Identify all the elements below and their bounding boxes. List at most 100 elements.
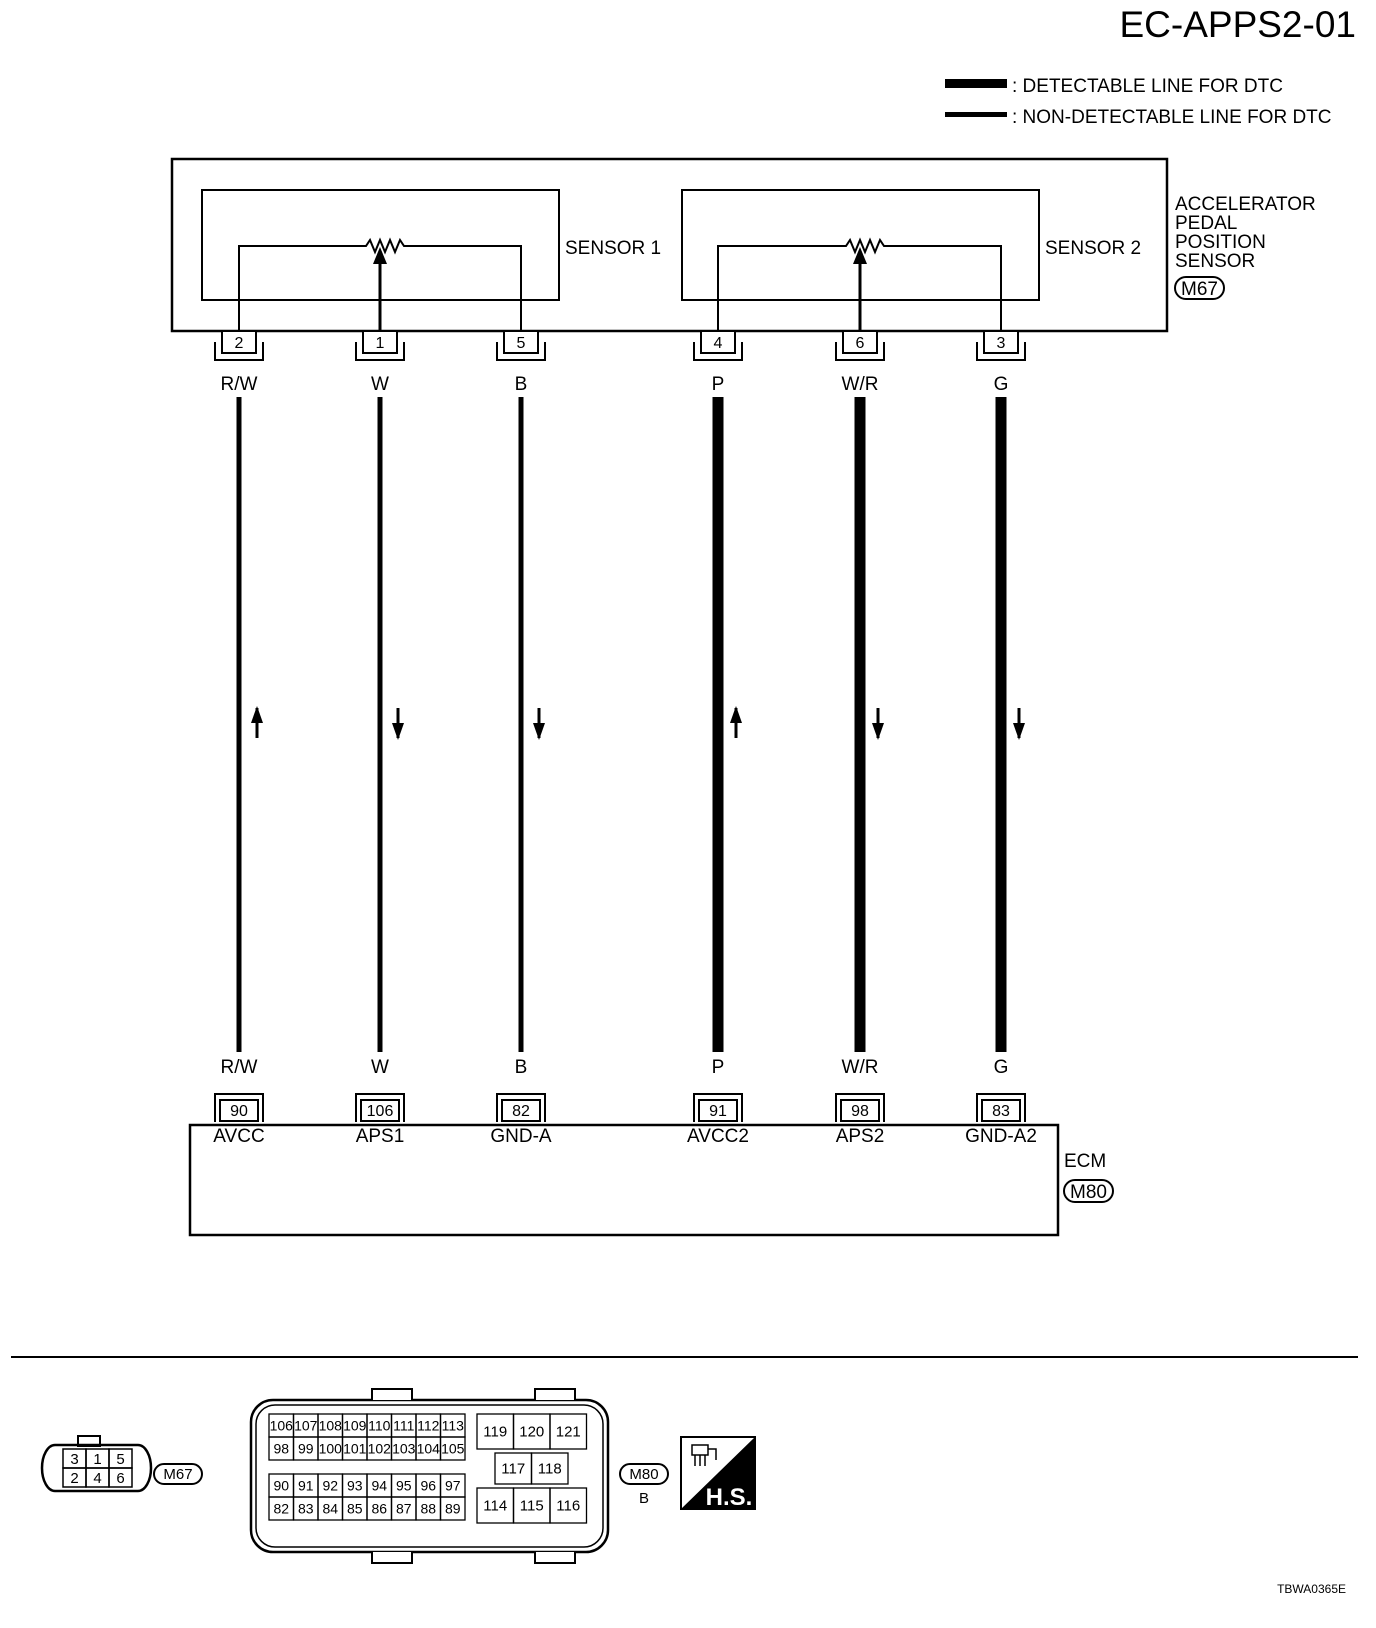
sensor-2-wiper-arrow — [853, 247, 867, 264]
ecm-terminal-name: GND-A — [490, 1126, 552, 1147]
wire-color-bottom: W — [371, 1057, 389, 1078]
ecm-terminal-name: GND-A2 — [965, 1126, 1037, 1147]
ecm-pin-box — [840, 1099, 880, 1122]
ecm-pin-number: 98 — [851, 1103, 869, 1120]
sensor-pin-bracket — [355, 342, 405, 361]
wire-color-bottom: B — [515, 1057, 528, 1078]
sensor-name-line-1: ACCELERATOR — [1175, 194, 1316, 215]
sensor-pin-box — [362, 330, 398, 354]
m80-pin-label: 108 — [319, 1418, 343, 1434]
m67-pin-label: 1 — [93, 1451, 101, 1468]
m80-pin-label: 87 — [396, 1501, 412, 1517]
m80-view-label: M80 — [629, 1466, 658, 1483]
ecm-pin-bracket — [976, 1093, 1026, 1122]
m80-pin-label: 114 — [483, 1498, 507, 1515]
sensor-pin-number: 6 — [856, 335, 865, 352]
reference-code: TBWA0365E — [1277, 1582, 1346, 1596]
m80-bottom-tab-right — [534, 1552, 576, 1564]
sensor-pin-box — [503, 330, 539, 354]
hs-badge-fill — [681, 1437, 755, 1509]
ecm-pin-bracket — [693, 1093, 743, 1122]
m67-pin-label: 5 — [116, 1451, 124, 1468]
m80-pin-label: 86 — [371, 1501, 387, 1517]
wire-color-bottom: R/W — [221, 1057, 258, 1078]
wire-color-top: W — [371, 374, 389, 395]
m80-cavity — [530, 1452, 569, 1485]
sensor-connector-label: M67 — [1181, 279, 1218, 300]
m80-bottom-tab-left — [371, 1552, 413, 1564]
sensor-pin-number: 5 — [517, 335, 526, 352]
ecm-pin-number: 90 — [230, 1103, 248, 1120]
ecm-terminal-name: APS1 — [356, 1126, 405, 1147]
sensor-name-line-4: SENSOR — [1175, 251, 1255, 272]
sensor-pin-bracket — [835, 342, 885, 361]
m80-pin-label: 111 — [393, 1418, 414, 1434]
m80-pin-label: 115 — [520, 1498, 544, 1515]
sensor-1-wiper-arrow — [373, 247, 387, 264]
ecm-pin-number: 106 — [367, 1103, 394, 1120]
wire-color-top: W/R — [842, 374, 879, 395]
m80-pin-label: 103 — [392, 1441, 416, 1457]
m80-pin-label: 91 — [298, 1478, 314, 1494]
ecm-pin-bracket — [496, 1093, 546, 1122]
m80-pin-label: 96 — [420, 1478, 436, 1494]
m67-pin-label: 3 — [70, 1451, 78, 1468]
sensor-pin-box — [842, 330, 878, 354]
legend: : DETECTABLE LINE FOR DTC : NON-DETECTAB… — [945, 76, 1332, 128]
m80-pin-label: 97 — [445, 1478, 461, 1494]
ecm-pin-number: 91 — [709, 1103, 727, 1120]
signal-direction-arrow-head — [1013, 723, 1025, 740]
hs-badge-text: H.S. — [706, 1484, 753, 1511]
ecm-pin-number: 83 — [992, 1103, 1010, 1120]
m67-connector-view: 3 1 5 2 4 6 M67 — [40, 1435, 203, 1493]
m80-pin-label: 109 — [343, 1418, 367, 1434]
ecm-box — [188, 1123, 1060, 1237]
sensor-pin-bracket — [693, 342, 743, 361]
m80-top-tab-right — [534, 1388, 576, 1400]
m80-pin-label: 110 — [368, 1418, 391, 1434]
connector-harness-icon — [691, 1444, 717, 1466]
wire-color-bottom: G — [994, 1057, 1009, 1078]
m80-color-code: B — [639, 1490, 649, 1507]
sensor-name-line-3: POSITION — [1175, 232, 1266, 253]
m80-cavity — [439, 1436, 466, 1461]
m67-view-badge — [153, 1463, 203, 1485]
m80-pin-label: 95 — [396, 1478, 412, 1494]
m80-pin-label: 117 — [501, 1461, 525, 1478]
ecm-pin-box — [360, 1099, 400, 1122]
sensor-pin-number: 2 — [235, 335, 244, 352]
sensor-pin-box — [700, 330, 736, 354]
signal-direction-arrow-head — [533, 723, 545, 740]
m67-pin-label: 2 — [70, 1470, 78, 1487]
ecm-pin-box — [219, 1099, 259, 1122]
signal-direction-arrow-head — [872, 723, 884, 740]
m80-pin-label: 88 — [420, 1501, 436, 1517]
hs-badge: H.S. — [680, 1436, 756, 1511]
sensor-pin-number: 4 — [714, 335, 723, 352]
sensor-pin-bracket — [496, 342, 546, 361]
ecm-terminal-name: APS2 — [836, 1126, 885, 1147]
legend-detectable-swatch — [945, 79, 1007, 88]
m80-pin-label: 83 — [298, 1501, 314, 1517]
m80-pin-label: 120 — [519, 1424, 544, 1441]
wire-color-top: R/W — [221, 374, 258, 395]
m80-pin-label: 98 — [273, 1441, 289, 1457]
m80-pin-label: 84 — [322, 1501, 338, 1517]
ecm-terminal-name: AVCC2 — [687, 1126, 749, 1147]
m80-pin-label: 107 — [294, 1418, 318, 1434]
ecm-pin-number: 82 — [512, 1103, 530, 1120]
sensor-connector-badge — [1174, 276, 1225, 300]
sensor-pin-number: 1 — [376, 335, 385, 352]
sensor-1-circuit — [238, 237, 522, 345]
accelerator-pedal-position-sensor: SENSOR 1 SENSOR 2 ACCELERATOR PEDAL POSI… — [170, 157, 1316, 345]
m67-cavity-6 — [108, 1467, 133, 1488]
sensor-assembly-box — [170, 157, 1169, 333]
signal-direction-arrow-head — [730, 706, 742, 723]
sensor-1-label: SENSOR 1 — [565, 238, 661, 259]
wire-color-bottom: P — [712, 1057, 725, 1078]
sensor-pin-box — [983, 330, 1019, 354]
m80-pin-label: 118 — [538, 1461, 562, 1478]
legend-non-detectable-label: : NON-DETECTABLE LINE FOR DTC — [1012, 107, 1332, 128]
ecm-pin-box — [501, 1099, 541, 1122]
